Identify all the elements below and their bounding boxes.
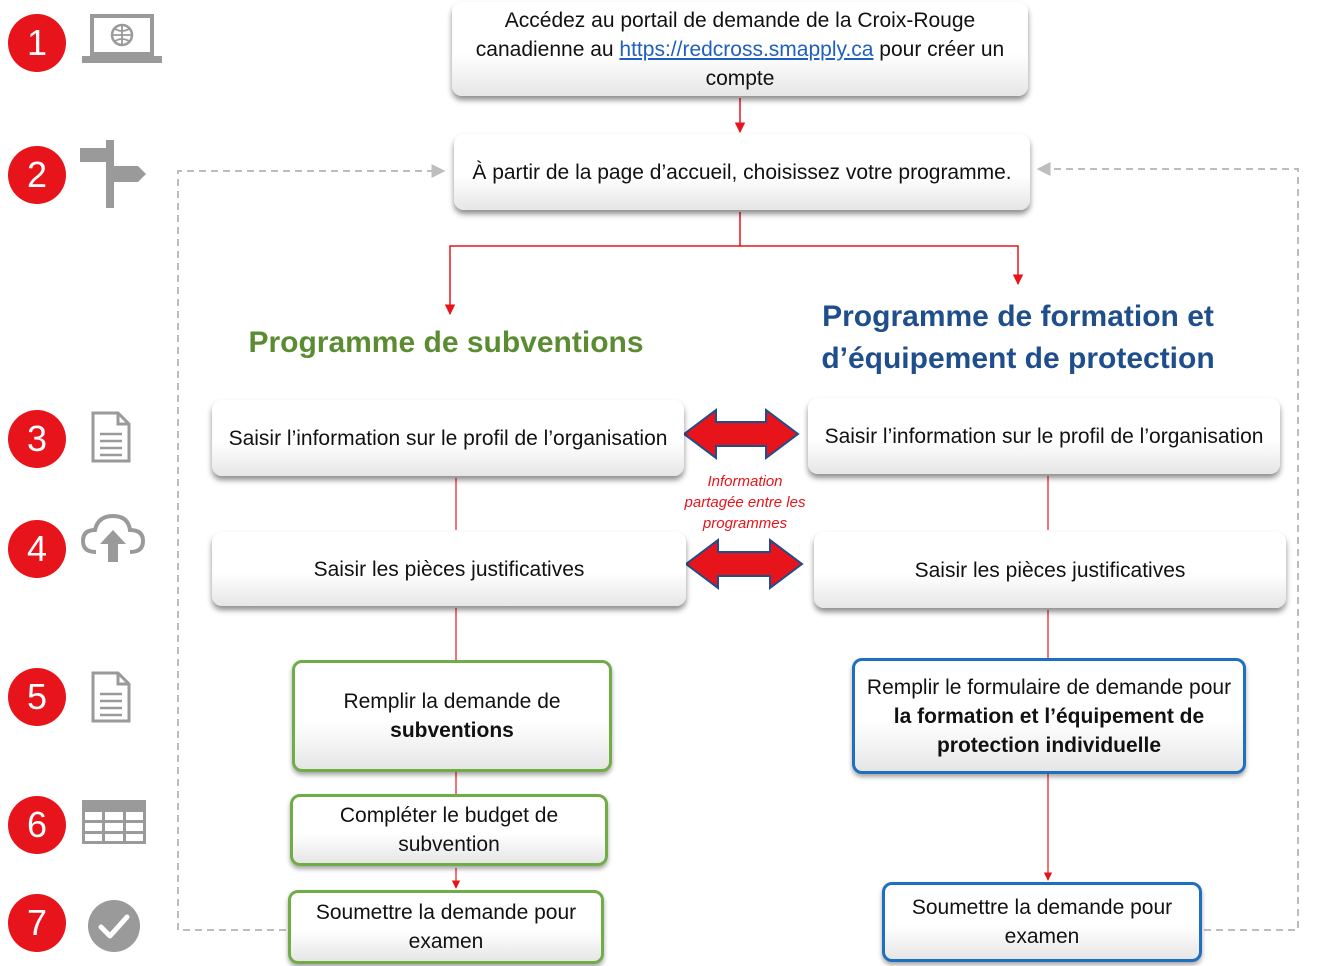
portal-box: Accédez au portail de demande de la Croi… [452,2,1028,96]
cloud-upload-icon [80,513,146,562]
left-budget-text: Compléter le budget de subvention [339,804,559,856]
portal-link[interactable]: https://redcross.smapply.ca [619,37,874,61]
step-number-1: 1 [8,14,66,72]
right-submit-box: Soumettre la demande pour examen [882,882,1202,962]
left-fill-box: Remplir la demande de subventions [292,660,612,772]
heading-subventions: Programme de subventions [248,326,644,359]
left-docs-box: Saisir les pièces justificatives [212,532,686,606]
left-fill-bold: subventions [390,719,514,742]
step-number-2: 2 [8,146,66,204]
right-fill-box: Remplir le formulaire de demande pour la… [852,658,1246,774]
right-submit-text: Soumettre la demande pour examen [911,896,1173,948]
left-fill-text: Remplir la demande de [343,690,561,713]
left-docs-text: Saisir les pièces justificatives [313,557,585,581]
step-number-5: 5 [8,668,66,726]
left-profile-box: Saisir l’information sur le profil de l’… [212,400,684,476]
step-number-7: 7 [8,894,66,952]
table-icon [82,800,146,844]
left-profile-text: Saisir l’information sur le profil de l’… [228,426,668,450]
home-box: À partir de la page d’accueil, choisisse… [454,134,1030,210]
step-number-4: 4 [8,520,66,578]
home-text: À partir de la page d’accueil, choisisse… [472,160,1012,184]
shared-info-note: Information partagée entre les programme… [684,473,806,532]
right-profile-text: Saisir l’information sur le profil de l’… [824,424,1264,448]
step-number-3: 3 [8,410,66,468]
signpost-icon [80,140,146,208]
left-budget-box: Compléter le budget de subvention [290,794,608,866]
right-fill-text: Remplir le formulaire de demande pour [866,675,1232,699]
portal-text: Accédez au portail de demande de la Croi… [475,8,976,61]
left-submit-box: Soumettre la demande pour examen [288,890,604,964]
checkmark-icon [88,900,140,952]
laptop-icon [82,14,162,63]
right-docs-text: Saisir les pièces justificatives [914,558,1186,582]
left-submit-text: Soumettre la demande pour examen [315,901,577,953]
portal-text-end: pour créer un compte [705,37,1005,90]
right-fill-bold: la formation et l’équipement de protecti… [893,704,1205,757]
right-profile-box: Saisir l’information sur le profil de l’… [808,398,1280,474]
right-docs-box: Saisir les pièces justificatives [814,532,1286,608]
heading-formation: Programme de formation et d’équipement d… [821,300,1215,375]
double-arrow-docs [684,538,804,590]
document-icon [91,671,131,723]
step-number-6: 6 [8,796,66,854]
double-arrow-profile [682,408,800,460]
document-icon [91,411,131,463]
